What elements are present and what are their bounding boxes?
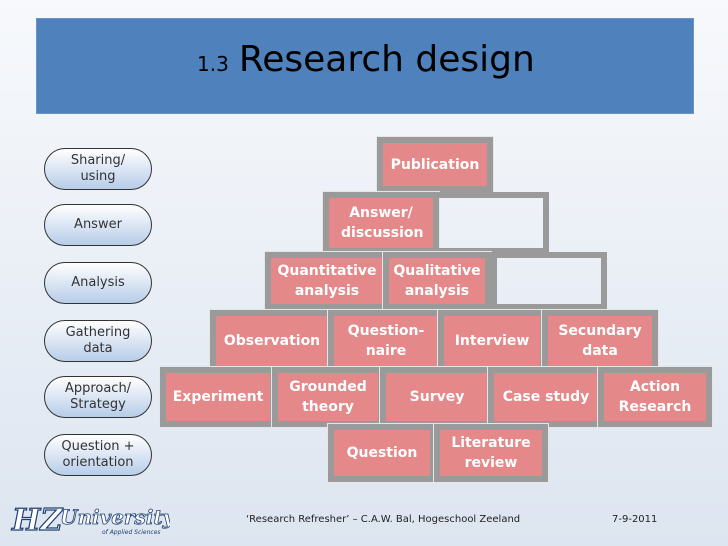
brick-empty-upper [433,192,549,254]
brick-survey: Survey [380,367,494,427]
hz-university-logo: HZ University of Applied Sciences [10,502,170,538]
brick-qualitative: Qualitative analysis [383,252,491,310]
brick-secundary-data: Secundary data [542,310,658,372]
brick-observation-label: Observation [223,333,321,349]
brick-qualitative-label: Qualitative analysis [393,263,481,299]
svg-text:University: University [60,505,170,529]
brick-empty-middle [491,252,607,310]
brick-literature-review-label: Literature review [451,435,531,471]
brick-case-study: Case study [488,367,604,427]
brick-publication-label: Publication [390,156,480,173]
stage-sharing-button[interactable]: Sharing/ using [44,148,152,190]
stage-gathering-button[interactable]: Gathering data [44,320,152,362]
brick-literature-review: Literature review [434,424,548,482]
brick-experiment: Experiment [160,367,276,427]
footer-date: 7-9-2011 [612,514,658,525]
stage-analysis-label: Analysis [71,275,125,290]
stage-answer-button[interactable]: Answer [44,204,152,246]
brick-case-study-label: Case study [502,389,590,405]
title-text: Research design [238,39,535,80]
stage-gathering-label: Gathering data [65,325,131,356]
svg-text:of Applied Sciences: of Applied Sciences [102,529,161,536]
brick-action-research: Action Research [598,367,712,427]
svg-text:HZ: HZ [11,503,63,538]
brick-answer-discussion-label: Answer/ discussion [341,205,424,241]
stage-approach-button[interactable]: Approach/ Strategy [44,376,152,418]
stage-analysis-button[interactable]: Analysis [44,262,152,304]
brick-quantitative: Quantitative analysis [265,252,389,310]
footer-citation: ‘Research Refresher’ – C.A.W. Bal, Hoges… [246,514,521,525]
stage-question-label: Question + orientation [61,439,135,470]
brick-publication: Publication [377,137,493,192]
stage-approach-label: Approach/ Strategy [64,381,132,412]
brick-questionnaire: Question- naire [328,310,444,372]
stage-question-button[interactable]: Question + orientation [44,434,152,476]
brick-observation: Observation [210,310,334,372]
title-banner: 1.3 Research design [36,18,694,114]
stage-answer-label: Answer [74,217,122,232]
brick-interview-label: Interview [454,333,530,349]
brick-answer-discussion: Answer/ discussion [323,192,439,254]
brick-questionnaire-label: Question- naire [347,323,425,359]
brick-secundary-data-label: Secundary data [558,323,642,359]
brick-interview: Interview [438,310,546,372]
brick-question-label: Question [346,445,418,461]
page-title: 1.3 Research design [197,39,535,80]
brick-grounded-theory-label: Grounded theory [289,379,367,415]
brick-action-research-label: Action Research [618,379,692,415]
brick-question: Question [328,424,436,482]
brick-experiment-label: Experiment [172,389,264,405]
brick-grounded-theory: Grounded theory [272,367,384,427]
brick-survey-label: Survey [409,389,465,405]
title-number: 1.3 [197,52,229,76]
stage-sharing-label: Sharing/ using [70,153,126,184]
brick-quantitative-label: Quantitative analysis [277,263,377,299]
